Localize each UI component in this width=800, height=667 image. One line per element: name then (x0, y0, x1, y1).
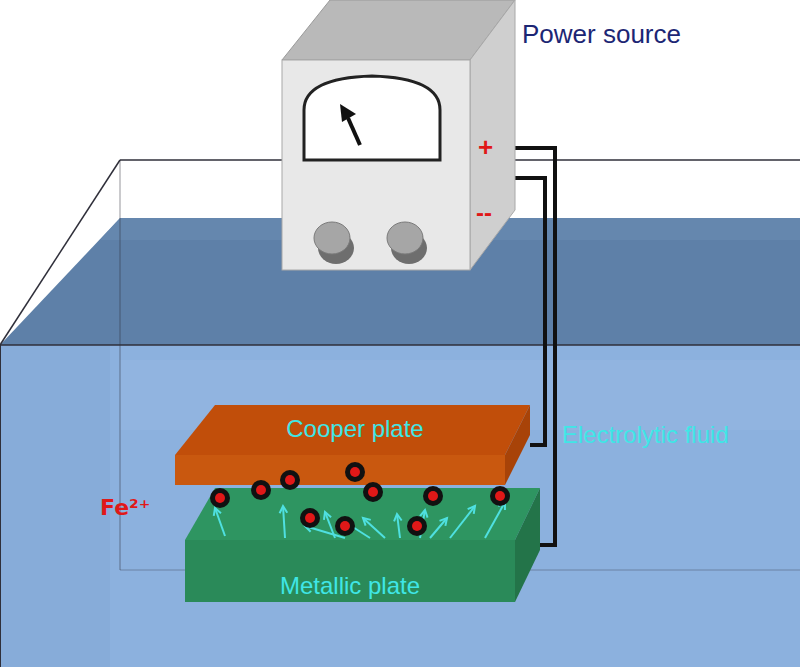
metallic-plate: Metallic plate (185, 488, 540, 602)
device-title: Power source (522, 20, 681, 49)
plate-label: Cooper plate (286, 416, 423, 442)
fluid-label: Electrolytic fluid (562, 422, 729, 448)
wire (515, 178, 545, 445)
ion-label: Fe²⁺ (100, 496, 150, 520)
plate-label: Metallic plate (280, 573, 420, 599)
terminal-sign: -- (476, 200, 492, 226)
terminal-sign: + (478, 133, 493, 162)
wire (515, 148, 555, 545)
